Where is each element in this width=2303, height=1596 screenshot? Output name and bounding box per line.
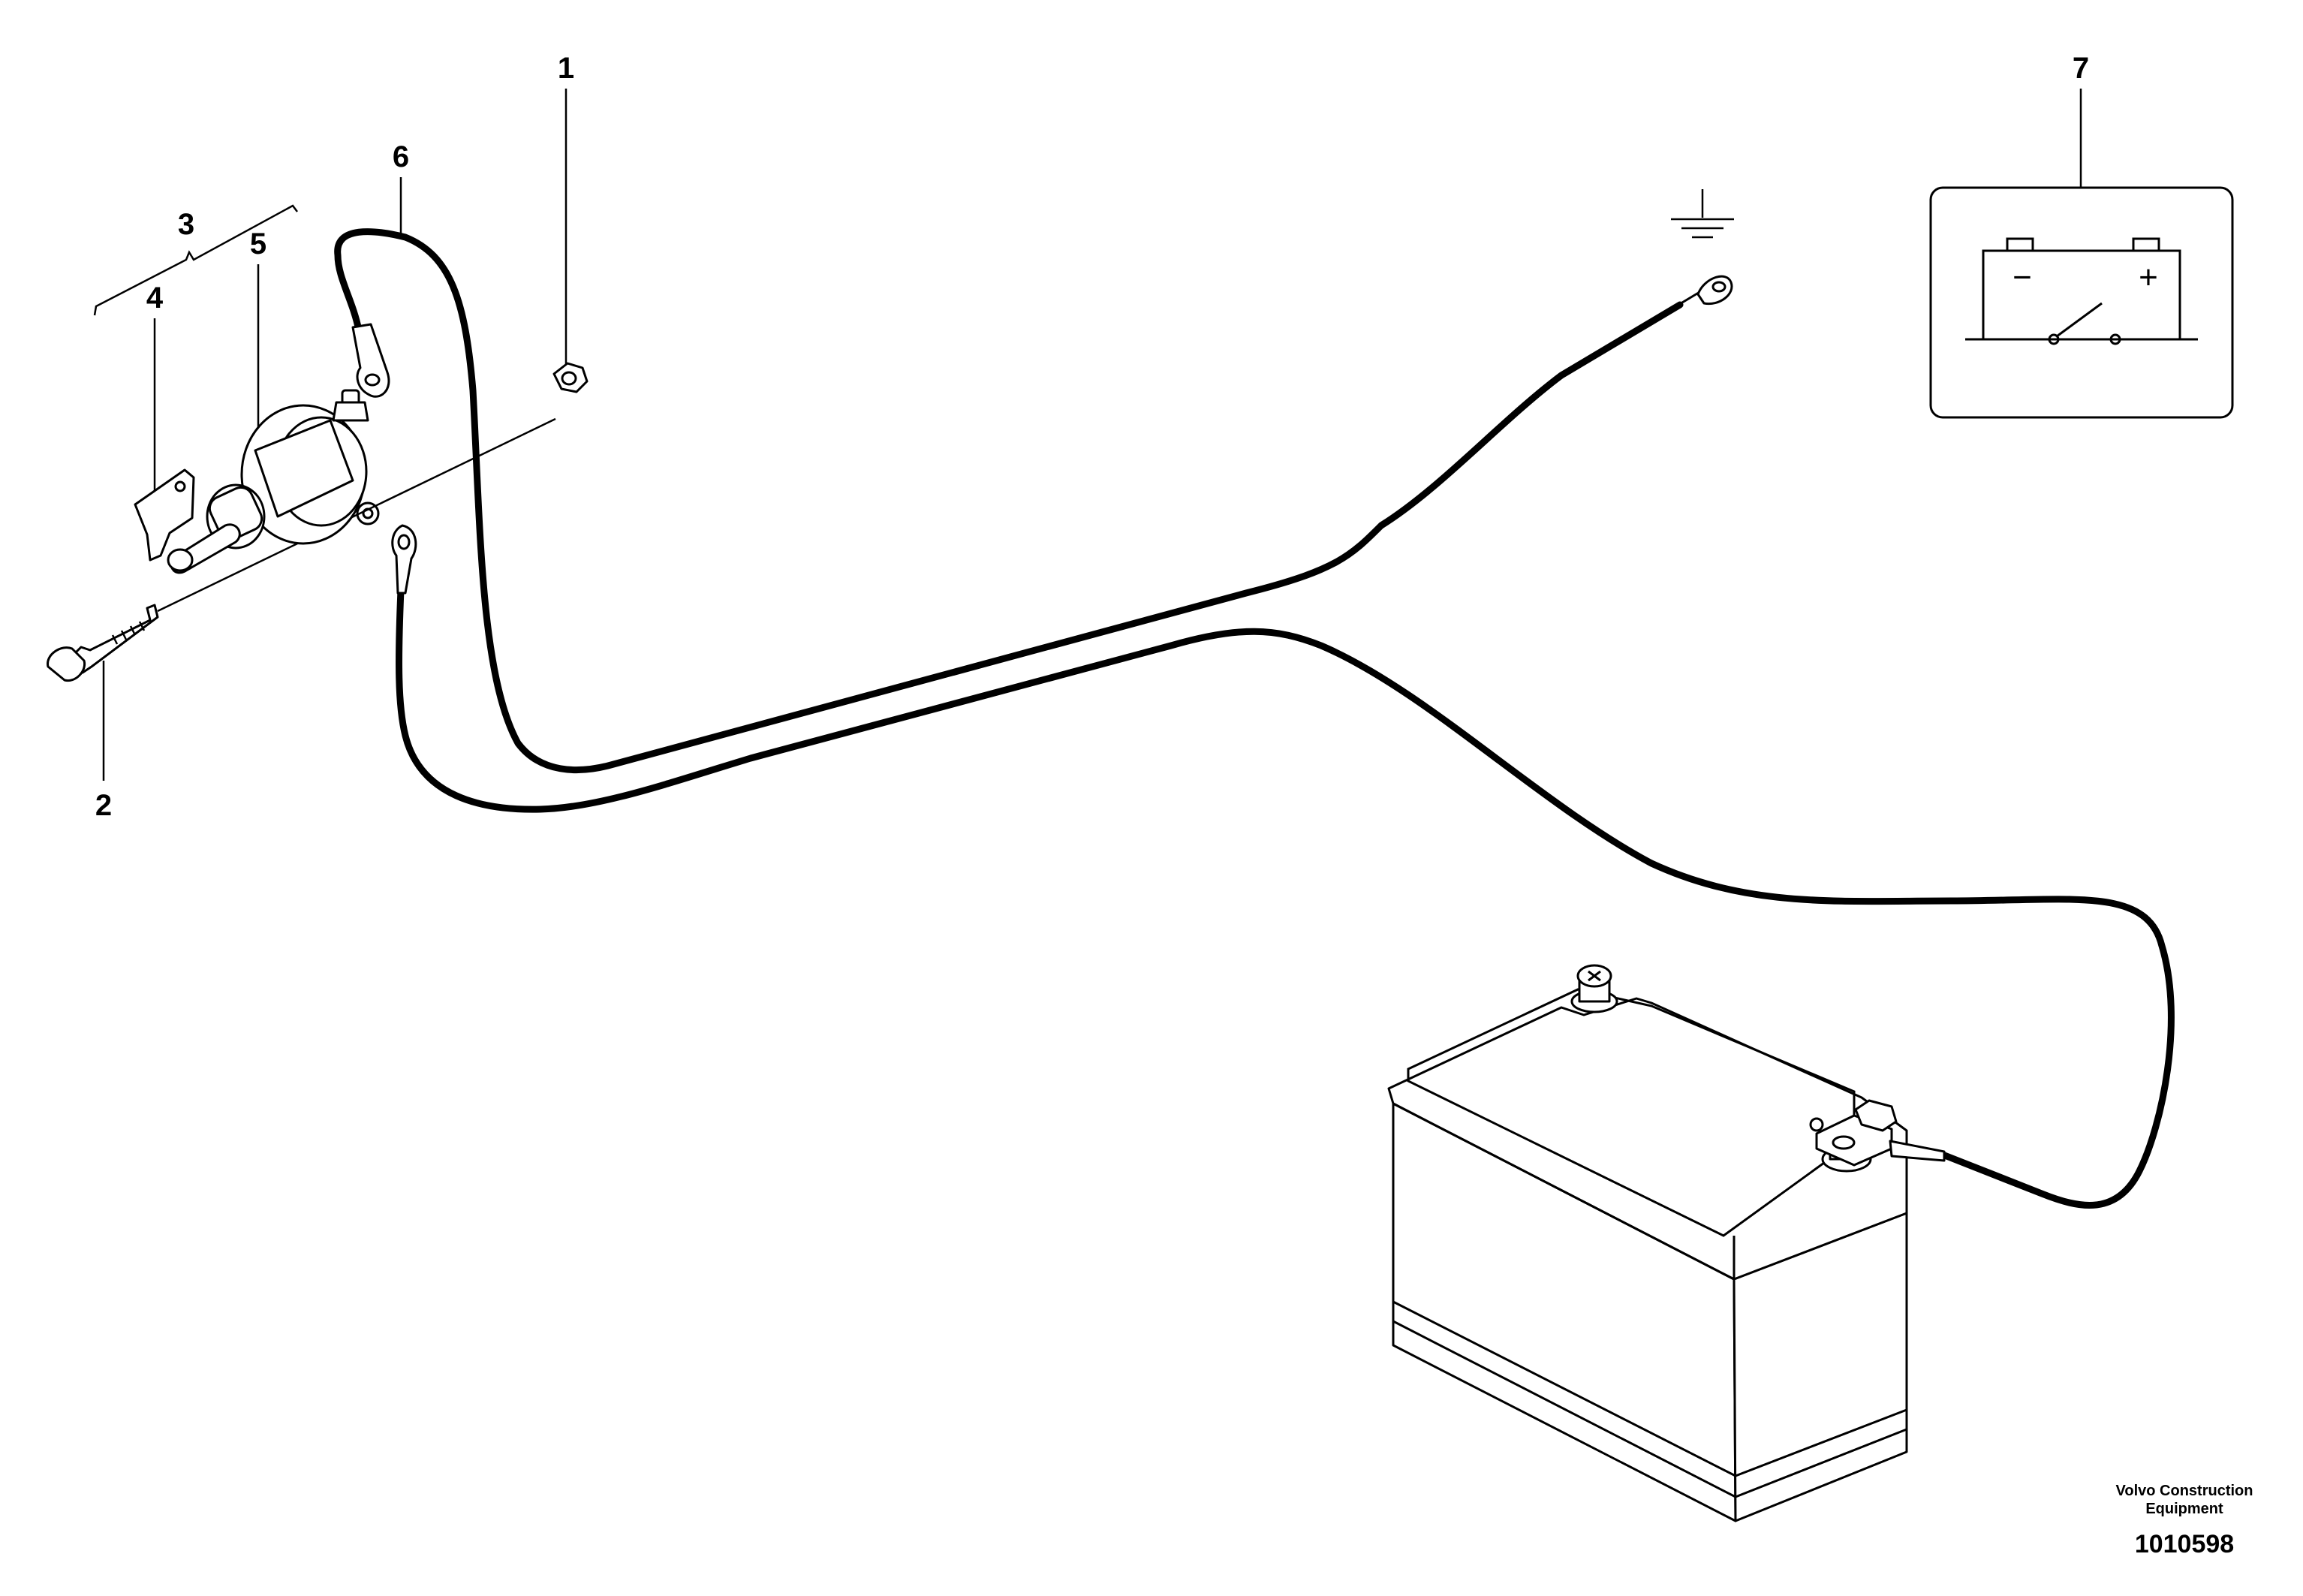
cable-6 (334, 228, 1684, 774)
battery-switch (134, 389, 380, 574)
leader-lines (93, 89, 2082, 781)
callout-3: 3 (178, 208, 194, 241)
ring-terminal-upper (351, 323, 390, 398)
battery-minus-label: − (2012, 259, 2032, 296)
callout-2: 2 (95, 789, 112, 822)
ring-terminal-lower (391, 524, 417, 595)
callout-4: 4 (146, 282, 164, 315)
battery-negative-post (1570, 964, 1618, 1013)
company-name-line1: Volvo Construction (2116, 1483, 2253, 1499)
drawing-number: 1010598 (2135, 1530, 2234, 1558)
nut (552, 362, 589, 393)
battery-disconnect-symbol-icon: − + (1929, 186, 2234, 419)
battery (1387, 964, 1946, 1522)
ring-terminal-ground (1678, 275, 1733, 306)
callout-1: 1 (558, 52, 574, 85)
battery-positive-clamp (1809, 1099, 1946, 1173)
ground-icon (1671, 189, 1734, 239)
cable-positive (396, 586, 2175, 1209)
callout-6: 6 (393, 140, 409, 173)
company-name-line2: Equipment (2145, 1501, 2223, 1517)
callout-5: 5 (250, 227, 266, 260)
callout-7: 7 (2073, 52, 2089, 85)
battery-plus-label: + (2139, 259, 2158, 296)
